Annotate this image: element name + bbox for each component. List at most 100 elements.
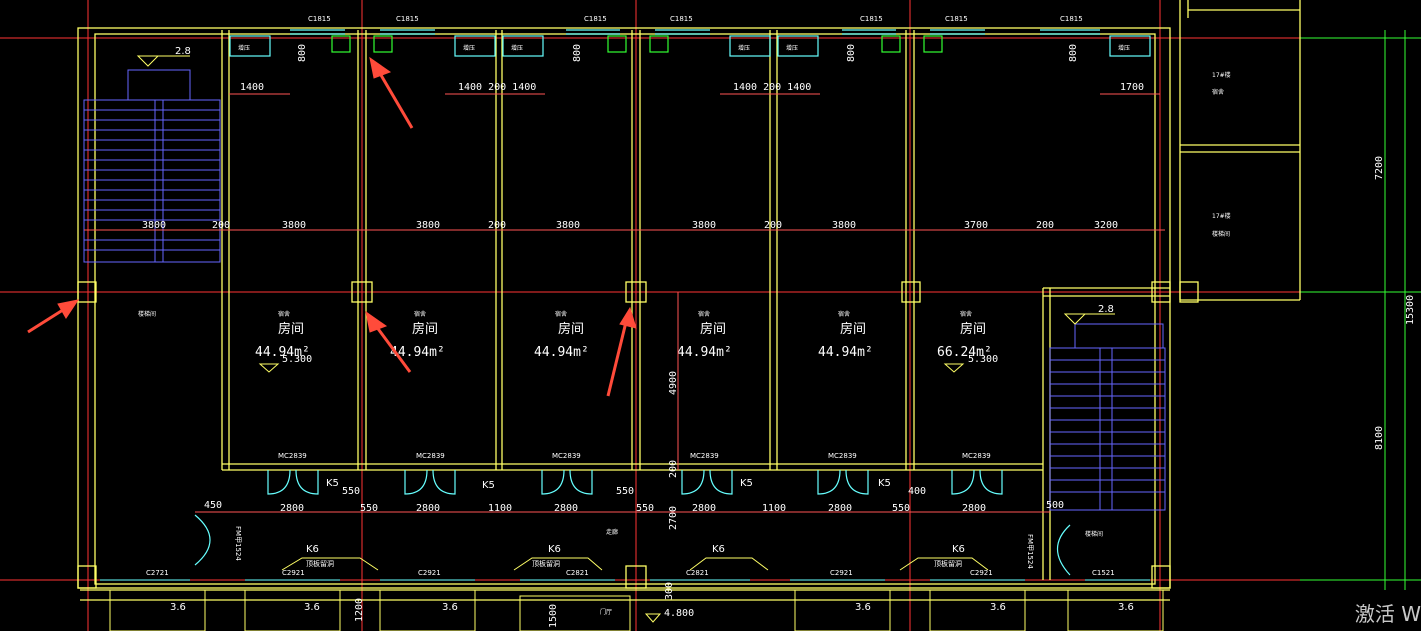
window-dim: 1400 200 1400 [458, 82, 536, 93]
corridor-dim: 2800 [692, 503, 716, 514]
corridor-dim: 1100 [762, 503, 786, 514]
bay-dim: 3700 [964, 220, 988, 231]
window-tag: C1815 [396, 15, 419, 23]
room-labels: 宿舍 房间 44.94m² 5.300 宿舍 房间 44.94m² 宿舍 房间 … [255, 310, 998, 373]
room-area: 44.94m² [255, 345, 310, 360]
window-dim: 1700 [1120, 82, 1144, 93]
balcony-level: 3.6 [442, 602, 458, 613]
bay-dim: 3800 [416, 220, 440, 231]
room-area: 44.94m² [818, 345, 873, 360]
window-tag: C2721 [146, 569, 169, 577]
fixture-label: 增压 [786, 44, 798, 52]
right-annex: 17#楼 宿舍 17#楼 楼梯间 7200 15300 8100 [1212, 71, 1416, 450]
bay-dim: 3200 [1094, 220, 1118, 231]
corridor-dims: 2800 550 2800 1100 2800 550 2800 1100 28… [195, 486, 1064, 514]
window-tag: C2821 [566, 569, 589, 577]
corridor-label: 走廊 [606, 528, 618, 536]
stair-level: 2.8 [175, 46, 191, 57]
sill-dim: 800 [572, 44, 583, 62]
k6-caption: 顶板留洞 [306, 559, 334, 568]
fixture-label: 增压 [1118, 44, 1130, 52]
window-dim: 1400 [240, 82, 264, 93]
sill-dim: 800 [297, 44, 308, 62]
entrance-label: 门厅 [600, 608, 612, 616]
annex-label: 17#楼 [1212, 71, 1231, 79]
fixture-label: 增压 [238, 44, 250, 52]
corridor-dim: 2800 [828, 503, 852, 514]
corridor-dim: 2800 [554, 503, 578, 514]
corridor-dim: 550 [892, 503, 910, 514]
fire-door-tag: FM甲1524 [1026, 534, 1034, 569]
door-tag: MC2839 [552, 452, 581, 460]
bottom-windows: C2721 C2921 C2921 C2821 C2821 C2921 C292… [100, 569, 1150, 581]
window-tag: C1521 [1092, 569, 1115, 577]
balcony-level: 3.6 [304, 602, 320, 613]
sill-dims: 800 800 800 800 [297, 44, 1079, 62]
door-tag: MC2839 [962, 452, 991, 460]
room-name: 房间 [412, 321, 438, 337]
dim-200: 200 [668, 460, 679, 478]
sill-dim: 800 [1068, 44, 1079, 62]
bay-dim: 200 [488, 220, 506, 231]
annex-label: 17#楼 [1212, 212, 1231, 220]
bay-dim: 3800 [556, 220, 580, 231]
window-tag: C1815 [670, 15, 693, 23]
balcony-level: 3.6 [170, 602, 186, 613]
door-tag: MC2839 [690, 452, 719, 460]
door-tag: MC2839 [278, 452, 307, 460]
window-tags: C1815 C1815 C1815 C1815 C1815 C1815 C181… [308, 15, 1083, 23]
k6-label: K6 [306, 544, 319, 555]
corridor-dim: 2800 [416, 503, 440, 514]
room-type: 宿舍 [555, 310, 567, 318]
room-name: 房间 [558, 321, 584, 337]
door-tag: MC2839 [828, 452, 857, 460]
fixture-label: 增压 [463, 44, 475, 52]
annex-label: 宿舍 [1212, 88, 1224, 96]
activation-watermark: 激活 W [1354, 602, 1421, 626]
balcony-level: 3.6 [990, 602, 1006, 613]
stair-levels: 2.8 2.8 楼梯间 楼梯间 [136, 46, 1115, 538]
bay-dim: 3800 [142, 220, 166, 231]
k6-caption: 顶板留洞 [934, 559, 962, 568]
room-type: 宿舍 [698, 310, 710, 318]
k6-label: K6 [548, 544, 561, 555]
fixture-label: 增压 [738, 44, 750, 52]
corridor-dim: 2800 [280, 503, 304, 514]
stair-label: 楼梯间 [1085, 530, 1103, 538]
dim-550b: 550 [616, 486, 634, 497]
balcony-level: 3.6 [1118, 602, 1134, 613]
room-area: 44.94m² [534, 345, 589, 360]
k6-caption: 顶板留洞 [532, 559, 560, 568]
dim-1200: 1200 [354, 598, 365, 622]
dim-300: 300 [664, 582, 675, 600]
fire-doors: FM甲1524 FM甲1524 [234, 526, 1034, 569]
window-tag: C1815 [945, 15, 968, 23]
sill-dim: 800 [846, 44, 857, 62]
bay-dims: 3800 200 3800 3800 200 3800 3800 200 380… [84, 220, 1165, 231]
corridor-dim: 550 [360, 503, 378, 514]
room-name: 房间 [278, 321, 304, 337]
room-type: 宿舍 [960, 310, 972, 318]
balconies [109, 589, 1164, 631]
bay-dim: 3800 [282, 220, 306, 231]
annotation-arrows [27, 56, 637, 397]
annex-label: 楼梯间 [1212, 230, 1230, 238]
top-fixtures [229, 35, 1151, 57]
door-tag: MC2839 [416, 452, 445, 460]
k5-label: K5 [740, 478, 753, 489]
k6-label: K6 [952, 544, 965, 555]
k5-labels: K5 K5 K5 K5 [326, 478, 891, 491]
right-stair [1049, 323, 1166, 511]
fixture-labels: 增压 增压 增压 增压 增压 增压 [238, 44, 1130, 52]
right-dimension-lines [1300, 30, 1421, 590]
fixture-label: 增压 [511, 44, 523, 52]
corridor-dim: 2800 [962, 503, 986, 514]
window-tag: C2821 [686, 569, 709, 577]
fire-door-tag: FM甲1524 [234, 526, 242, 561]
room-level: 5.300 [282, 354, 312, 365]
k5-label: K5 [326, 478, 339, 489]
room-level: 5.300 [968, 354, 998, 365]
window-tag: C1815 [1060, 15, 1083, 23]
